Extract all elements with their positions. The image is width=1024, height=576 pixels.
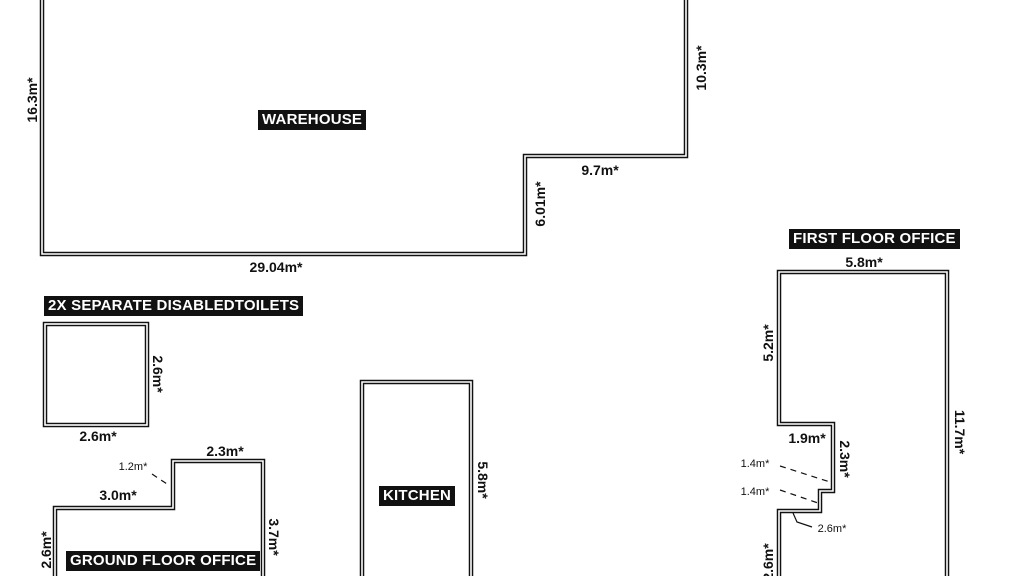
first-office-notch-height-dimension: 2.3m* [837,440,853,478]
toilets-label: 2X SEPARATE DISABLEDTOILETS [44,296,304,316]
toilets-width-dimension: 2.6m* [79,428,117,444]
kitchen-outline [359,379,474,576]
first-floor-office-label: FIRST FLOOR OFFICE [789,229,960,249]
warehouse-step-height-dimension: 6.01m* [532,181,548,227]
warehouse-label: WAREHOUSE [258,110,367,130]
first-office-top-dimension: 5.8m* [845,254,883,270]
ground-office-left-dimension: 2.6m* [38,531,54,569]
toilets-height-dimension: 2.6m* [150,355,166,393]
first-office-notch-width-dimension: 1.9m* [788,430,826,446]
first-office-right-dimension: 11.7m* [952,410,968,455]
first-office-lead-1-line [779,465,831,483]
warehouse-step-width-dimension: 9.7m* [581,162,619,178]
first-office-lead-1-dimension: 1.4m* [741,458,770,470]
first-office-lead-2-line [779,489,819,504]
ground-office-left-top-dimension: 3.0m* [99,487,137,503]
kitchen-label: KITCHEN [379,486,456,506]
ground-floor-office-label: GROUND FLOOR OFFICE [66,551,261,571]
first-office-upper-left-dimension: 5.2m* [760,324,776,362]
first-office-lead-3-dimension: 2.6m* [818,523,847,535]
first-office-lead-3-line [792,512,813,528]
first-office-lower-left-dimension: 2.6m* [760,543,776,576]
ground-floor-office-outline [52,458,266,576]
warehouse-left-dimension: 16.3m* [24,77,40,123]
kitchen-height-dimension: 5.8m* [475,461,491,499]
ground-office-small-step-dimension: 1.2m* [119,461,148,473]
warehouse-bottom-dimension: 29.04m* [250,259,303,275]
first-floor-office-outline [776,269,950,576]
warehouse-outline [39,0,689,257]
toilets-outline [42,321,150,428]
warehouse-right-dimension: 10.3m* [693,45,709,91]
ground-office-right-dimension: 3.7m* [266,518,282,556]
ground-office-top-dimension: 2.3m* [206,443,244,459]
ground-office-step-leader [151,473,171,487]
first-office-lead-2-dimension: 1.4m* [741,486,770,498]
